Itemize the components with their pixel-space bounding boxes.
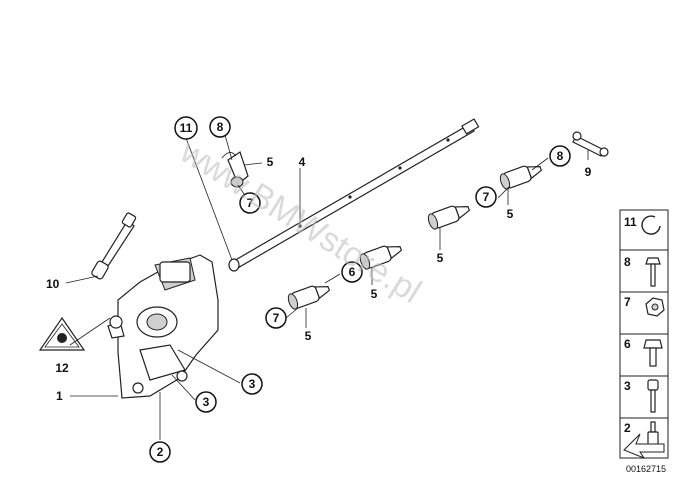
warning-label	[38, 316, 86, 351]
legend-label-2: 2	[624, 421, 631, 435]
legend-label-7: 7	[624, 295, 631, 309]
callout-3a-ring	[195, 391, 217, 413]
callout-5b: 5	[305, 329, 312, 343]
legend-label-8: 8	[624, 255, 631, 269]
callout-8a: 8	[217, 120, 224, 134]
gearshift-actuator	[107, 254, 219, 399]
callout-11-ring	[174, 116, 198, 140]
legend-label-11: 11	[624, 215, 637, 229]
callout-11: 11	[180, 121, 193, 135]
callout-9: 9	[585, 165, 592, 179]
legend-label-3: 3	[624, 379, 631, 393]
callouts: 1 2 3 3 4 5 5 5 5 5 6 7 7 7 8 8 9 10 11 …	[46, 116, 592, 463]
direction-arrow-icon	[623, 433, 665, 460]
callout-8a-ring	[209, 116, 231, 138]
socket-screw-icon	[647, 379, 659, 413]
callout-7a-ring	[239, 192, 261, 214]
callout-7a: 7	[247, 196, 254, 210]
callout-5c: 5	[371, 287, 378, 301]
callout-7c-ring	[475, 186, 497, 208]
callout-8b: 8	[557, 149, 564, 163]
hex-bolt-icon	[643, 339, 663, 367]
callout-4: 4	[299, 155, 306, 169]
link-pin	[572, 131, 609, 157]
shift-collar-a	[287, 285, 331, 310]
shift-finger-upper	[221, 151, 249, 188]
image-number: 00162715	[626, 464, 666, 474]
circlip-icon	[641, 215, 661, 235]
callout-7c: 7	[483, 190, 490, 204]
shift-collar-b	[359, 245, 403, 270]
callout-7b-ring	[265, 307, 287, 329]
leader-lines	[65, 134, 589, 440]
callout-2-ring	[149, 441, 171, 463]
callout-6-ring	[341, 261, 363, 283]
callout-2: 2	[157, 445, 164, 459]
callout-8b-ring	[549, 145, 571, 167]
callout-5d: 5	[437, 251, 444, 265]
callout-12: 12	[55, 361, 69, 375]
shift-collar-c	[427, 205, 471, 230]
shift-collar-d	[499, 165, 543, 190]
callout-1: 1	[56, 389, 63, 403]
callout-3b-ring	[241, 373, 263, 395]
callout-10: 10	[46, 277, 60, 291]
callout-6: 6	[349, 265, 356, 279]
bolt-icon	[645, 257, 661, 287]
callout-5e: 5	[507, 207, 514, 221]
callout-3a: 3	[203, 395, 210, 409]
selector-shaft	[228, 118, 480, 272]
hardware-legend: 11 8 7 6 3 2	[619, 209, 669, 460]
callout-3b: 3	[249, 377, 256, 391]
actuator-cable	[91, 212, 137, 280]
hex-nut-icon	[645, 297, 665, 317]
callout-5a: 5	[267, 155, 274, 169]
callout-7b: 7	[273, 311, 280, 325]
legend-label-6: 6	[624, 337, 631, 351]
